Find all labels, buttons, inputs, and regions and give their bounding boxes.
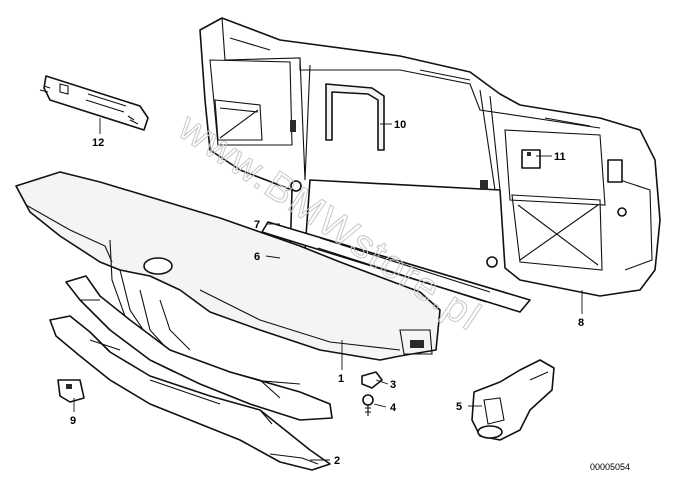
- callout-8: 8: [578, 317, 584, 329]
- part-2-lower-support: [49, 275, 333, 471]
- callout-11: 11: [554, 151, 566, 163]
- part-3-clip: [361, 371, 383, 389]
- callout-1: 1: [338, 373, 344, 385]
- callout-labels: 1 2 3 4 5 6 7 8 9 10 11 12: [70, 119, 584, 467]
- callout-5: 5: [456, 401, 462, 413]
- part-9-clip: [57, 379, 85, 403]
- part-5-bracket: [471, 359, 555, 441]
- callout-2: 2: [334, 455, 340, 467]
- callout-10: 10: [394, 119, 406, 131]
- part-7-cross-member: [261, 221, 531, 313]
- part-4-screw: [362, 394, 374, 416]
- callout-4: 4: [390, 402, 397, 414]
- callout-12: 12: [92, 137, 104, 149]
- callout-9: 9: [70, 415, 76, 427]
- part-11-clip: [521, 149, 541, 169]
- leader-lines: [73, 118, 583, 461]
- part-8-radiator-support: [199, 17, 661, 297]
- callout-3: 3: [390, 379, 396, 391]
- callout-6: 6: [254, 251, 260, 263]
- callout-7: 7: [254, 219, 260, 231]
- part-10-seal: [325, 83, 385, 151]
- part-12-bracket: [39, 75, 149, 131]
- diagram-code: 00005054: [590, 462, 631, 472]
